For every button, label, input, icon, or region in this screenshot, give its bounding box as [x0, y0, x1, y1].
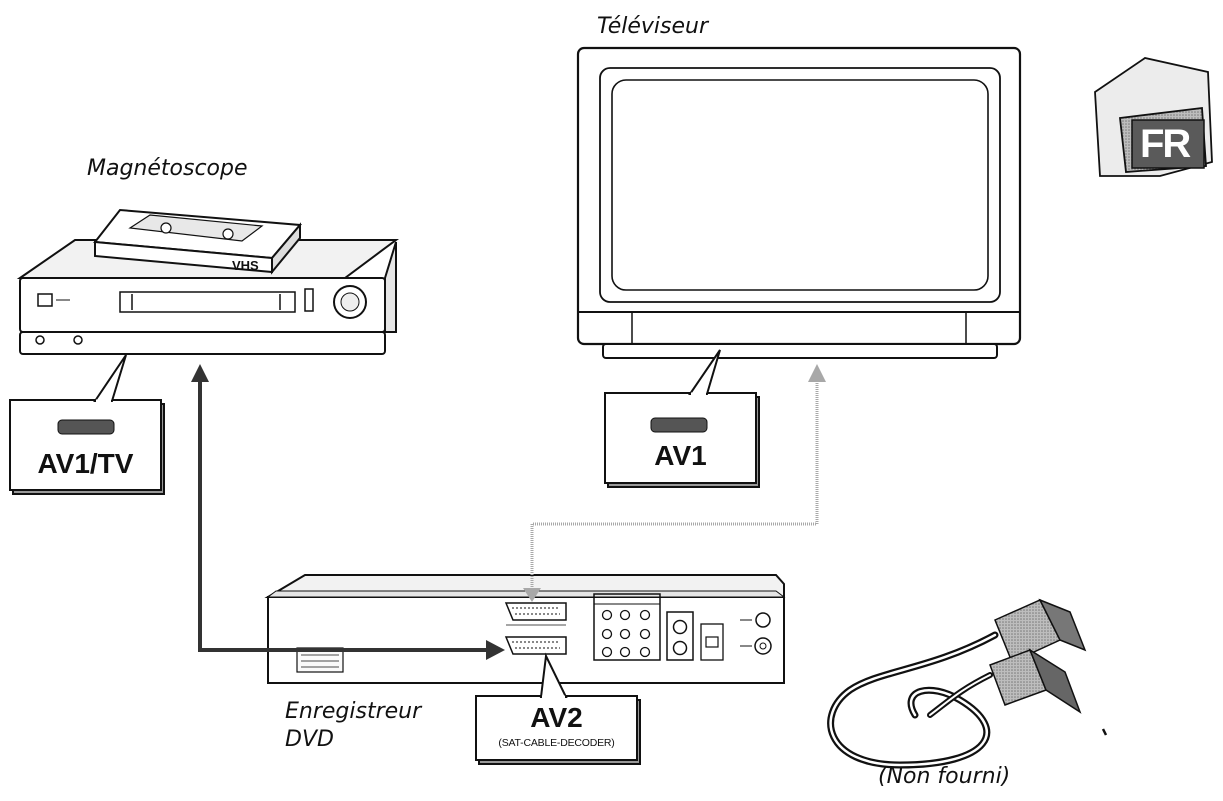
scart-cable: [827, 631, 999, 769]
stray-mark: [1101, 728, 1108, 736]
recorder-label-line2: DVD: [285, 727, 334, 752]
callout-recorder: [475, 652, 641, 765]
cable-note: (Non fourni): [878, 764, 1011, 789]
callout-recorder-label: AV2: [530, 702, 583, 733]
callout-tv-label: AV1: [654, 440, 707, 471]
language-badge-text: FR: [1140, 122, 1191, 166]
callout-vcr: [9, 354, 165, 495]
scart-icon: [57, 419, 115, 435]
callout-tv: [604, 349, 760, 488]
vcr-device: [16, 239, 400, 355]
arrowhead-vcr: [191, 364, 209, 382]
scart-plug-upper: [994, 598, 1087, 664]
arrowhead-recorder-ext1: [523, 588, 541, 602]
connection-cable-vcr: [198, 380, 490, 652]
scart-plug-lower: [989, 648, 1082, 714]
arrowhead-recorder-av2: [486, 640, 505, 660]
vcr-label: Magnétoscope: [87, 156, 248, 181]
callout-vcr-label: AV1/TV: [37, 448, 134, 479]
connection-cable-tv: [530, 380, 819, 595]
scart-icon: [650, 417, 708, 433]
vhs-cassette: [93, 208, 303, 275]
vhs-text: VHS: [232, 258, 259, 273]
tv-device: [576, 46, 1022, 359]
fr-badge-plate: [1131, 119, 1205, 169]
tv-label: Téléviseur: [597, 14, 709, 39]
recorder-label-line1: Enregistreur: [285, 699, 422, 724]
arrowhead-tv: [808, 364, 826, 382]
callout-recorder-sublabel: (SAT-CABLE-DECODER): [498, 737, 615, 749]
